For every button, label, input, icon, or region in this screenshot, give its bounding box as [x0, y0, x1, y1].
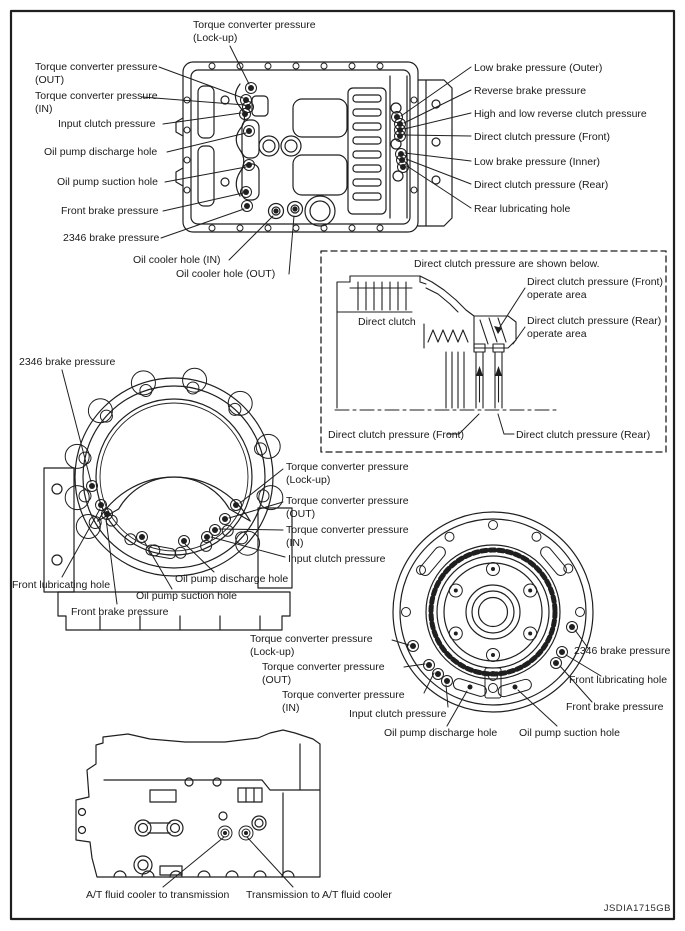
- label-tv-front-brake: Front brake pressure: [61, 205, 159, 217]
- label-tv-tc-out: Torque converter pressure (OUT): [35, 61, 158, 86]
- figure-code: JSDIA1715GB: [603, 903, 671, 914]
- label-tv-input-clutch: Input clutch pressure: [58, 118, 156, 130]
- label-pv-input-clutch: Input clutch pressure: [349, 708, 447, 720]
- label-fv-tc-out: Torque converter pressure (OUT): [286, 495, 409, 520]
- label-inset-rear-port: Direct clutch pressure (Rear): [516, 429, 651, 441]
- label-tv-tc-in: Torque converter pressure (IN): [35, 90, 158, 115]
- figure-border: [9, 9, 676, 921]
- label-tv-discharge: Oil pump discharge hole: [44, 146, 158, 158]
- label-inset-front-operate: Direct clutch pressure (Front) operate a…: [527, 276, 663, 301]
- side-view-leader-lines: [162, 836, 294, 888]
- label-tv-rear-lubricating: Rear lubricating hole: [474, 203, 571, 215]
- inset-leader-lines: [446, 287, 526, 435]
- label-pv-tc-lockup: Torque converter pressure (Lock-up): [250, 633, 373, 658]
- label-fv-front-lub: Front lubricating hole: [12, 579, 111, 591]
- label-pv-suction: Oil pump suction hole: [519, 727, 620, 739]
- label-fv-input-clutch: Input clutch pressure: [288, 553, 386, 565]
- label-fv-discharge: Oil pump discharge hole: [175, 573, 289, 585]
- label-fv-tc-lockup: Torque converter pressure (Lock-up): [286, 461, 409, 486]
- label-tv-high-low-reverse: High and low reverse clutch pressure: [474, 108, 647, 120]
- label-inset-direct-clutch: Direct clutch: [358, 316, 416, 328]
- label-tv-2346-brake: 2346 brake pressure: [63, 232, 160, 244]
- label-tv-low-brake-inner: Low brake pressure (Inner): [474, 156, 601, 168]
- label-tv-low-brake-outer: Low brake pressure (Outer): [474, 62, 603, 74]
- label-fv-suction: Oil pump suction hole: [136, 590, 237, 602]
- label-pv-2346-brake: 2346 brake pressure: [574, 645, 671, 657]
- label-tv-reverse-brake: Reverse brake pressure: [474, 85, 587, 97]
- label-fv-front-brake: Front brake pressure: [71, 606, 169, 618]
- front-view-leader-lines: [61, 369, 286, 605]
- label-pv-tc-out: Torque converter pressure (OUT): [262, 661, 385, 686]
- label-tv-cooler-out: Oil cooler hole (OUT): [176, 268, 276, 280]
- label-fv-tc-in: Torque converter pressure (IN): [286, 524, 409, 549]
- inset-title: Direct clutch pressure are shown below.: [414, 258, 600, 270]
- bottom-view-drawing: [175, 61, 453, 233]
- pump-view-leader-lines: [391, 629, 602, 727]
- side-view-port-dots: [217, 825, 254, 841]
- label-fv-2346-brake: 2346 brake pressure: [19, 356, 116, 368]
- label-sv-trans-to-cooler: Transmission to A/T fluid cooler: [246, 889, 392, 901]
- label-sv-cooler-to-trans: A/T fluid cooler to transmission: [86, 889, 230, 901]
- direct-clutch-section-drawing: [334, 275, 561, 411]
- side-view-drawing: [75, 729, 321, 878]
- label-tv-suction: Oil pump suction hole: [57, 176, 158, 188]
- bottom-view-port-dots: [239, 82, 409, 212]
- bottom-view-leader-lines: [141, 45, 472, 275]
- front-view-drawing: [43, 367, 293, 631]
- label-inset-front-port: Direct clutch pressure (Front): [328, 429, 464, 441]
- label-pv-tc-in: Torque converter pressure (IN): [282, 689, 405, 714]
- pump-view-drawing: [392, 511, 594, 713]
- front-view-port-dots: [86, 480, 242, 547]
- label-inset-rear-operate: Direct clutch pressure (Rear) operate ar…: [527, 315, 662, 340]
- label-pv-front-lub: Front lubricating hole: [569, 674, 668, 686]
- pump-view-port-dots: [407, 621, 578, 690]
- label-tv-cooler-in: Oil cooler hole (IN): [133, 254, 221, 266]
- label-pv-discharge: Oil pump discharge hole: [384, 727, 498, 739]
- label-tv-tc-lockup: Torque converter pressure (Lock-up): [193, 19, 316, 44]
- label-tv-dc-front: Direct clutch pressure (Front): [474, 131, 610, 143]
- label-pv-front-brake: Front brake pressure: [566, 701, 664, 713]
- inset-box: [320, 250, 667, 453]
- label-tv-dc-rear: Direct clutch pressure (Rear): [474, 179, 609, 191]
